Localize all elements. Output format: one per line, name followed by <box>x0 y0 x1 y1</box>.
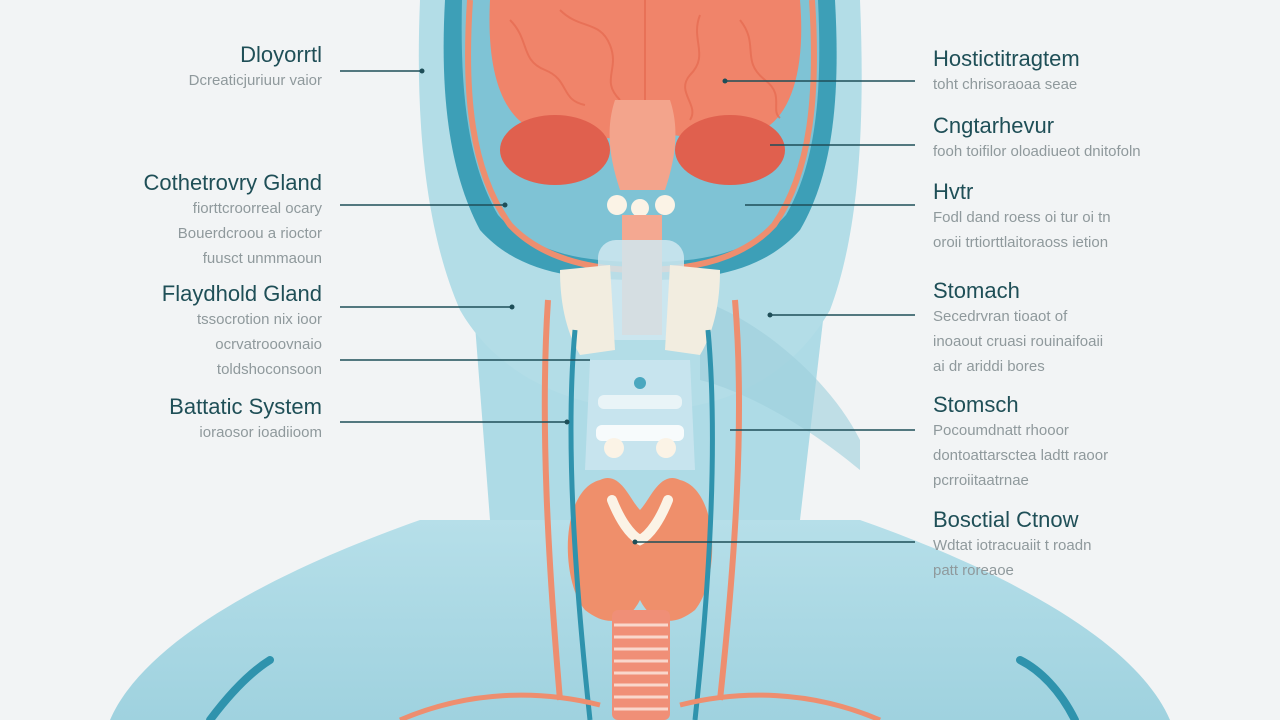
label-desc: fiorttcroorreal ocary <box>192 200 322 217</box>
label-desc: Fodl dand roess oi tur oi tn <box>933 209 1111 226</box>
cerebellum-left <box>500 115 610 185</box>
label-title: Battatic System <box>169 394 322 419</box>
label-desc: tssocrotion nix ioor <box>196 311 322 328</box>
label-title: Hostictitragtem <box>933 46 1080 71</box>
larynx <box>585 360 695 470</box>
subclavian-right <box>1016 656 1079 720</box>
carotid-right <box>717 299 743 701</box>
label-desc: toht chrisoraoaa seae <box>933 76 1078 93</box>
thyroid-isthmus <box>607 495 673 546</box>
brain-folds <box>509 0 781 130</box>
label-title: Bosctial Ctnow <box>933 507 1079 532</box>
larynx-node-right <box>656 438 676 458</box>
label-right-3: Hvtr Fodl dand roess oi tur oi tn oroii … <box>933 179 1111 255</box>
label-desc: Wdtat iotracuaiit t roadn <box>933 537 1092 554</box>
label-title: Cothetrovry Gland <box>143 170 322 195</box>
label-right-1: Hostictitragtem toht chrisoraoaa seae <box>933 46 1080 97</box>
leader-dots <box>419 68 773 545</box>
leader-lines <box>340 70 915 543</box>
label-title: Cngtarhevur <box>933 113 1055 138</box>
thyroid-gland <box>567 477 713 621</box>
label-desc: fuusct unmmaoun <box>202 250 322 267</box>
label-left-2: Cothetrovry Gland fiorttcroorreal ocary … <box>143 170 322 271</box>
label-title: Flaydhold Gland <box>161 281 322 306</box>
label-right-2: Cngtarhevur fooh toifilor oloadiueot dni… <box>933 113 1141 164</box>
jugular-left <box>568 329 593 720</box>
clavicle-vessel-right <box>679 692 881 720</box>
carotid-left <box>541 299 563 701</box>
cerebellum-right <box>675 115 785 185</box>
label-title: Stomsch <box>933 392 1019 417</box>
subclavian-left <box>206 656 274 720</box>
jugular-right <box>692 329 715 720</box>
larynx-ring-1 <box>598 395 682 409</box>
label-right-6: Bosctial Ctnow Wdtat iotracuaiit t roadn… <box>933 507 1091 583</box>
label-left-3: Flaydhold Gland tssocrotion nix ioor ocr… <box>162 281 322 382</box>
label-right-5: Stomsch Pocoumdnatt rhooor dontoattarsct… <box>933 392 1108 493</box>
label-title: Dloyorrtl <box>240 42 322 67</box>
label-desc: patt roreaoe <box>933 562 1014 579</box>
trachea-rings <box>614 623 668 711</box>
larynx-node-left <box>604 438 624 458</box>
label-left-1: Dloyorrtl Dcreaticjuriuur vaior <box>189 42 322 93</box>
skull-vessel-right <box>639 0 817 273</box>
label-desc: toldshoconsoon <box>216 361 322 378</box>
label-desc: oroii trtiorttlaitoraoss ietion <box>933 234 1109 251</box>
pituitary-left <box>607 195 627 215</box>
larynx-dot <box>634 377 646 389</box>
brain-stem <box>609 100 676 190</box>
clavicle-vessel-left <box>399 692 601 720</box>
label-desc: dontoattarsctea ladtt raoor <box>933 447 1109 464</box>
label-desc: Bouerdcroou a rioctor <box>177 225 322 242</box>
label-title: Hvtr <box>933 179 974 204</box>
label-desc: Secedrvran tioaot of <box>933 308 1068 325</box>
label-desc: inoaout cruasi rouinaifoaii <box>933 333 1104 350</box>
larynx-ring-2 <box>596 425 684 441</box>
skull-vessel <box>465 0 641 273</box>
label-desc: ioraosor ioadiioom <box>199 424 322 441</box>
label-title: Stomach <box>933 278 1020 303</box>
label-desc: ai dr ariddi bores <box>933 358 1045 375</box>
label-desc: pcrroiitaatrnae <box>933 472 1029 489</box>
label-left-4: Battatic System ioraosor ioadiioom <box>169 394 322 445</box>
label-desc: Dcreaticjuriuur vaior <box>188 72 322 89</box>
label-desc: Pocoumdnatt rhooor <box>933 422 1069 439</box>
airway-tube <box>598 240 684 340</box>
label-right-4: Stomach Secedrvran tioaot of inoaout cru… <box>933 278 1103 379</box>
pituitary-right <box>655 195 675 215</box>
label-desc: ocrvatrooovnaio <box>215 336 322 353</box>
pituitary-center <box>631 199 649 217</box>
label-desc: fooh toifilor oloadiueot dnitofoln <box>933 143 1141 160</box>
